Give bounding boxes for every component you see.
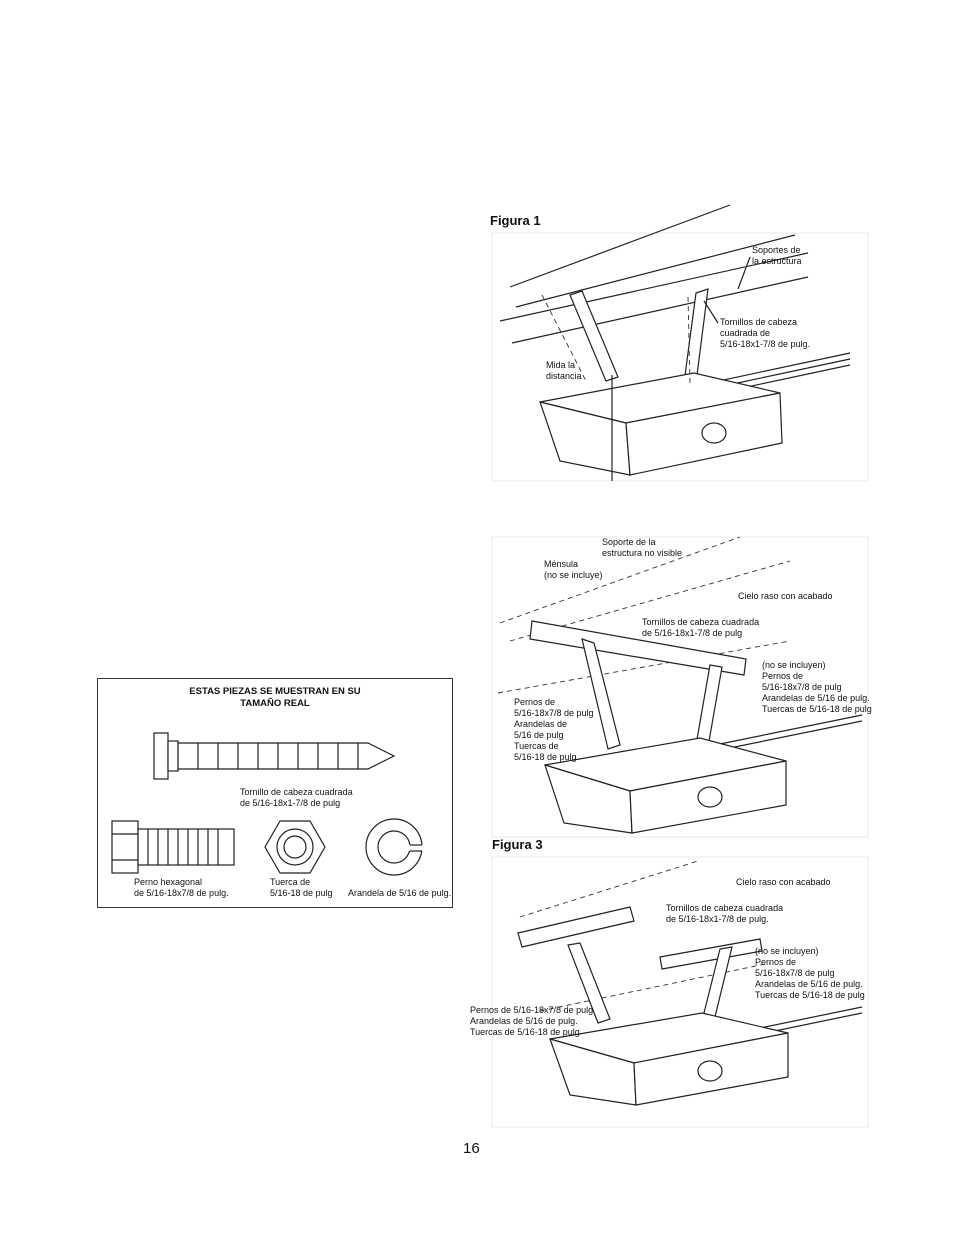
fig1-label-measure-distance: Mida la distancia (546, 360, 582, 381)
fig3-label-not-included-group: (no se incluyen) Pernos de 5/16-18x7/8 d… (755, 946, 865, 1000)
fig1-label-structural-supports: Soportes de la estructura (752, 245, 803, 266)
fig3-label-carriage-bolts: Tornillos de cabeza cuadrada de 5/16-18x… (666, 903, 786, 924)
figure-1-drawing: Figura 1 Soportes de la estructura Torni… (490, 204, 869, 482)
figure-3: Figura 3 Cielo raso con acabado Tornillo… (470, 835, 870, 1130)
fig2-label-bracket: Ménsula (no se incluye) (544, 559, 603, 580)
fig2-label-carriage-bolts: Tornillos de cabeza cuadrada de 5/16-18x… (642, 617, 762, 638)
fig3-label-left-group: Pernos de 5/16-18x7/8 de pulg Arandelas … (470, 1005, 596, 1037)
fig2-label-not-included-group: (no se incluyen) Pernos de 5/16-18x7/8 d… (762, 660, 872, 714)
lag-screw-icon (153, 732, 396, 780)
hex-bolt-icon (111, 820, 235, 874)
fig3-label-finished-ceiling: Cielo raso con acabado (736, 877, 831, 887)
figure-2: Soporte de la estructura no visible Méns… (490, 535, 872, 840)
lock-washer-icon (365, 818, 426, 876)
fig2-label-hidden-support: Soporte de la estructura no visible (602, 537, 682, 558)
figure-3-title: Figura 3 (492, 837, 543, 852)
lag-screw-label: Tornillo de cabeza cuadrada de 5/16-18x1… (240, 787, 355, 808)
hex-bolt-label: Perno hexagonal de 5/16-18x7/8 de pulg. (134, 877, 229, 898)
parts-box-heading: ESTAS PIEZAS SE MUESTRAN EN SU TAMAÑO RE… (189, 686, 361, 709)
fig2-label-finished-ceiling: Cielo raso con acabado (738, 591, 833, 601)
figure-1: Figura 1 Soportes de la estructura Torni… (490, 204, 870, 495)
fig2-label-left-group: Pernos de 5/16-18x7/8 de pulg Arandelas … (514, 697, 596, 762)
figure-1-title: Figura 1 (490, 213, 541, 228)
hex-nut-label: Tuerca de 5/16-18 de pulg (270, 877, 333, 898)
parts-actual-size-box: ESTAS PIEZAS SE MUESTRAN EN SU TAMAÑO RE… (97, 678, 453, 908)
figure-3-drawing: Figura 3 Cielo raso con acabado Tornillo… (470, 837, 869, 1128)
parts-drawing: Tornillo de cabeza cuadrada de 5/16-18x1… (111, 732, 451, 898)
hex-nut-icon (264, 820, 326, 874)
page-number: 16 (463, 1140, 480, 1157)
fig1-label-carriage-bolts: Tornillos de cabeza cuadrada de 5/16-18x… (720, 317, 810, 349)
lock-washer-label: Arandela de 5/16 de pulg. (348, 888, 451, 898)
figure-2-drawing: Soporte de la estructura no visible Méns… (491, 536, 872, 838)
